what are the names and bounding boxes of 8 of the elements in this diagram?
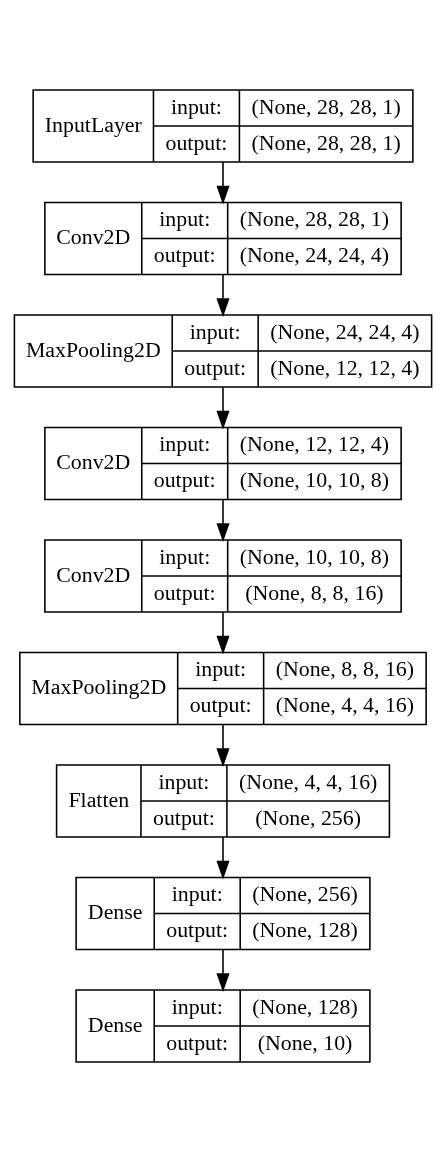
- arrow: [216, 386, 230, 430]
- arrow: [216, 161, 230, 205]
- arrow: [216, 611, 230, 655]
- arrow: [216, 498, 230, 543]
- arrow: [216, 836, 230, 880]
- arrow: [216, 273, 230, 318]
- arrow: [216, 723, 230, 768]
- arrow: [216, 948, 230, 993]
